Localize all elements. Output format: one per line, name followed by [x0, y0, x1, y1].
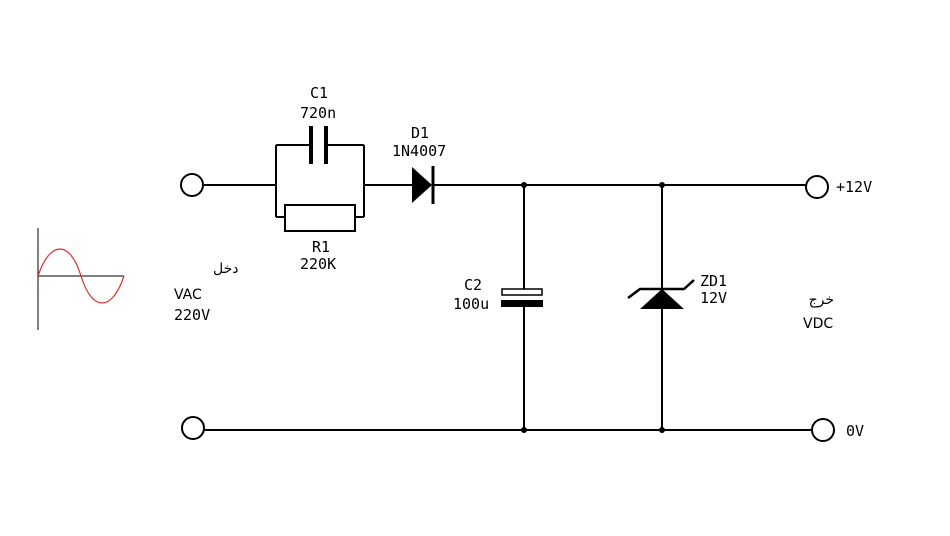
junction-dot: [521, 427, 527, 433]
input-terminal-top: [180, 173, 204, 197]
zd1-zener-symbol: [627, 279, 695, 309]
c2-name-label: C2: [464, 276, 482, 294]
c1-value-label: 720n: [300, 104, 336, 122]
c2-capacitor-symbol: [501, 288, 543, 307]
output-type-label: VDC: [803, 316, 833, 332]
output-terminal-ground: [811, 418, 835, 442]
r1-name-label: R1: [312, 238, 330, 256]
output-terminal-positive: [805, 175, 829, 199]
input-type-label: VAC: [174, 287, 202, 303]
sine-wave-icon: [37, 228, 125, 330]
c1-name-label: C1: [310, 84, 328, 102]
junction-dot: [659, 427, 665, 433]
d1-name-label: D1: [411, 124, 429, 142]
r1-resistor-symbol: [284, 204, 356, 232]
output-ground-label: 0V: [846, 422, 864, 440]
d1-value-label: 1N4007: [392, 142, 446, 160]
output-label-arabic: خرج: [809, 292, 834, 308]
zd1-value-label: 12V: [700, 289, 727, 307]
d1-diode-symbol: [412, 166, 435, 204]
c1-capacitor-symbol: [309, 126, 328, 164]
sine-curve: [37, 248, 125, 304]
input-label-arabic: دخل: [213, 261, 239, 277]
input-voltage-label: 220V: [174, 306, 210, 324]
output-positive-label: +12V: [836, 178, 872, 196]
input-terminal-bottom: [181, 416, 205, 440]
r1-value-label: 220K: [300, 255, 336, 273]
zd1-name-label: ZD1: [700, 272, 727, 290]
c2-value-label: 100u: [453, 295, 489, 313]
